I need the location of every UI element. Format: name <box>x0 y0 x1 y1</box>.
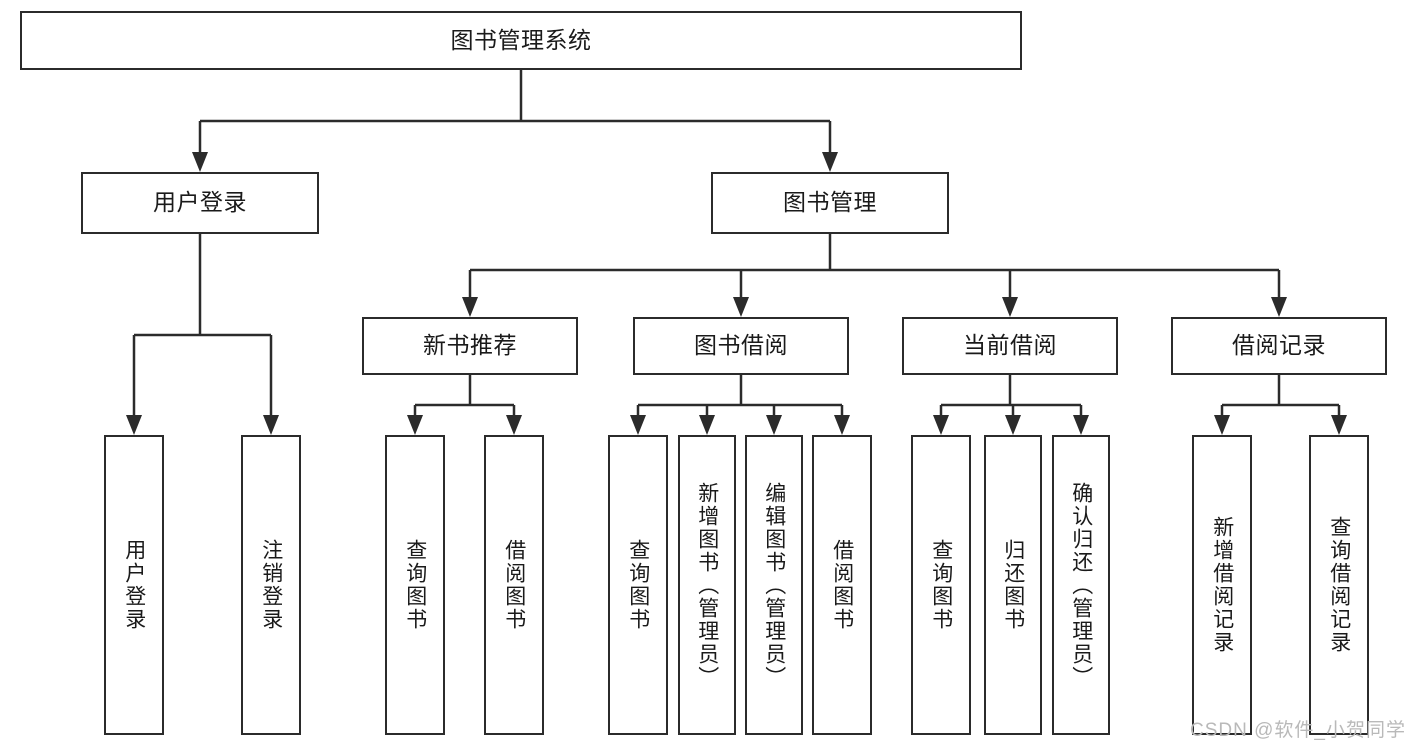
node-leaf-user-login[interactable]: 用户登录 <box>104 435 164 735</box>
arrow-head-borrow-record-0 <box>1214 415 1230 435</box>
node-label: 新增借阅记录 <box>1210 516 1234 654</box>
node-label: 用户登录 <box>122 539 146 631</box>
arrow-head-current-borrow-1 <box>1005 415 1021 435</box>
arrow-head-book-manage-3 <box>1271 297 1287 317</box>
node-label: 查询图书 <box>403 539 427 631</box>
arrow-head-book-manage-1 <box>733 297 749 317</box>
arrow-head-borrow-record-1 <box>1331 415 1347 435</box>
node-label: 当前借阅 <box>963 332 1057 359</box>
arrow-head-user-login-0 <box>126 415 142 435</box>
node-label: 借阅图书 <box>502 539 526 631</box>
arrow-head-current-borrow-2 <box>1073 415 1089 435</box>
node-label: 图书管理 <box>783 189 877 216</box>
node-label: 图书借阅 <box>694 332 788 359</box>
node-label: 查询借阅记录 <box>1327 516 1351 654</box>
arrow-head-book-manage-2 <box>1002 297 1018 317</box>
node-leaf-add-record[interactable]: 新增借阅记录 <box>1192 435 1252 735</box>
node-leaf-query-record[interactable]: 查询借阅记录 <box>1309 435 1369 735</box>
node-label: 确认归还（管理员） <box>1069 481 1093 689</box>
arrow-head-root-0 <box>192 152 208 172</box>
arrow-head-current-borrow-0 <box>933 415 949 435</box>
node-book-borrow[interactable]: 图书借阅 <box>633 317 849 375</box>
node-label: 查询图书 <box>929 539 953 631</box>
node-leaf-query-book-1[interactable]: 查询图书 <box>385 435 445 735</box>
arrow-head-user-login-1 <box>263 415 279 435</box>
arrow-head-new-book-rec-1 <box>506 415 522 435</box>
arrow-head-book-borrow-3 <box>834 415 850 435</box>
node-leaf-edit-book[interactable]: 编辑图书（管理员） <box>745 435 803 735</box>
node-label: 编辑图书（管理员） <box>762 481 786 689</box>
node-leaf-borrow-book-2[interactable]: 借阅图书 <box>812 435 872 735</box>
node-leaf-return-book[interactable]: 归还图书 <box>984 435 1042 735</box>
node-borrow-record[interactable]: 借阅记录 <box>1171 317 1387 375</box>
arrow-head-book-borrow-0 <box>630 415 646 435</box>
node-label: 新书推荐 <box>423 332 517 359</box>
node-label: 借阅记录 <box>1232 332 1326 359</box>
node-label: 注销登录 <box>259 539 283 631</box>
node-label: 借阅图书 <box>830 539 854 631</box>
node-leaf-borrow-book-1[interactable]: 借阅图书 <box>484 435 544 735</box>
node-root[interactable]: 图书管理系统 <box>20 11 1022 70</box>
arrow-head-book-manage-0 <box>462 297 478 317</box>
node-label: 图书管理系统 <box>450 26 592 53</box>
node-label: 用户登录 <box>153 189 247 216</box>
node-new-book-rec[interactable]: 新书推荐 <box>362 317 578 375</box>
node-leaf-query-book-3[interactable]: 查询图书 <box>911 435 971 735</box>
node-leaf-logout[interactable]: 注销登录 <box>241 435 301 735</box>
arrow-head-root-1 <box>822 152 838 172</box>
arrow-head-book-borrow-2 <box>766 415 782 435</box>
node-user-login[interactable]: 用户登录 <box>81 172 319 234</box>
arrow-head-book-borrow-1 <box>699 415 715 435</box>
node-label: 新增图书（管理员） <box>695 481 719 689</box>
node-leaf-confirm-return[interactable]: 确认归还（管理员） <box>1052 435 1110 735</box>
node-leaf-query-book-2[interactable]: 查询图书 <box>608 435 668 735</box>
arrow-head-new-book-rec-0 <box>407 415 423 435</box>
node-label: 归还图书 <box>1001 539 1025 631</box>
node-label: 查询图书 <box>626 539 650 631</box>
node-current-borrow[interactable]: 当前借阅 <box>902 317 1118 375</box>
node-leaf-add-book[interactable]: 新增图书（管理员） <box>678 435 736 735</box>
node-book-manage[interactable]: 图书管理 <box>711 172 949 234</box>
